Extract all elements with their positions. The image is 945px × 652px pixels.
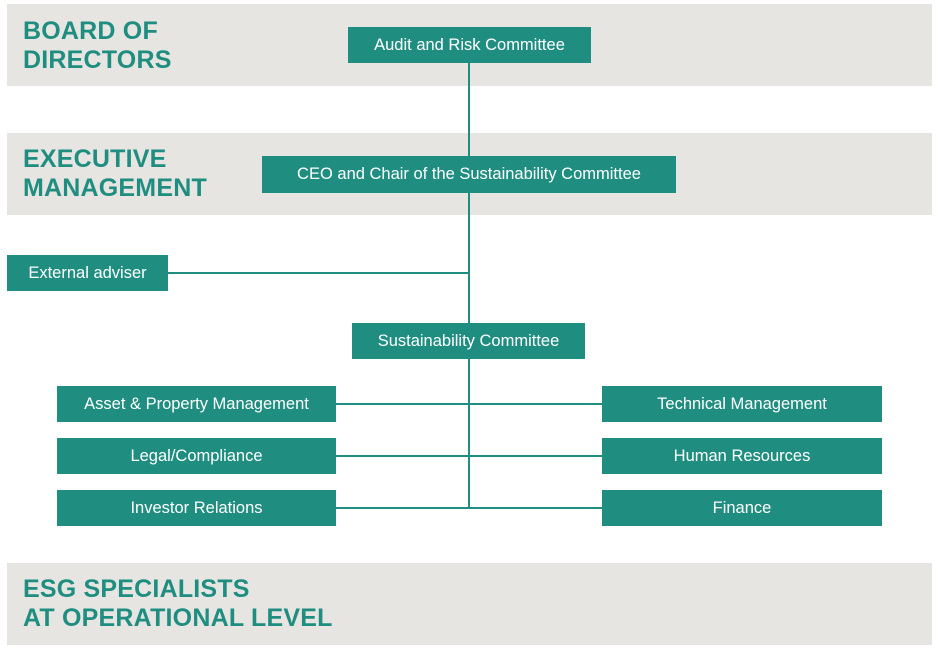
external-adviser-box: External adviser <box>7 255 168 291</box>
ceo-chair-box: CEO and Chair of the Sustainability Comm… <box>262 156 676 193</box>
row2-connector <box>336 455 603 457</box>
esg-specialists-title: ESG SPECIALISTS AT OPERATIONAL LEVEL <box>23 575 333 632</box>
investor-relations-box: Investor Relations <box>57 490 336 526</box>
row1-connector <box>336 403 603 405</box>
row3-connector <box>336 507 603 509</box>
human-resources-box: Human Resources <box>602 438 882 474</box>
board-of-directors-title: BOARD OF DIRECTORS <box>23 17 172 74</box>
main-vertical-connector <box>468 62 470 509</box>
legal-compliance-box: Legal/Compliance <box>57 438 336 474</box>
audit-risk-committee-box: Audit and Risk Committee <box>348 27 591 63</box>
finance-box: Finance <box>602 490 882 526</box>
technical-management-box: Technical Management <box>602 386 882 422</box>
external-adviser-connector <box>168 272 469 274</box>
executive-management-title: EXECUTIVE MANAGEMENT <box>23 145 207 202</box>
sustainability-committee-box: Sustainability Committee <box>352 323 585 359</box>
esg-specialists-band: ESG SPECIALISTS AT OPERATIONAL LEVEL <box>7 563 932 645</box>
asset-property-management-box: Asset & Property Management <box>57 386 336 422</box>
